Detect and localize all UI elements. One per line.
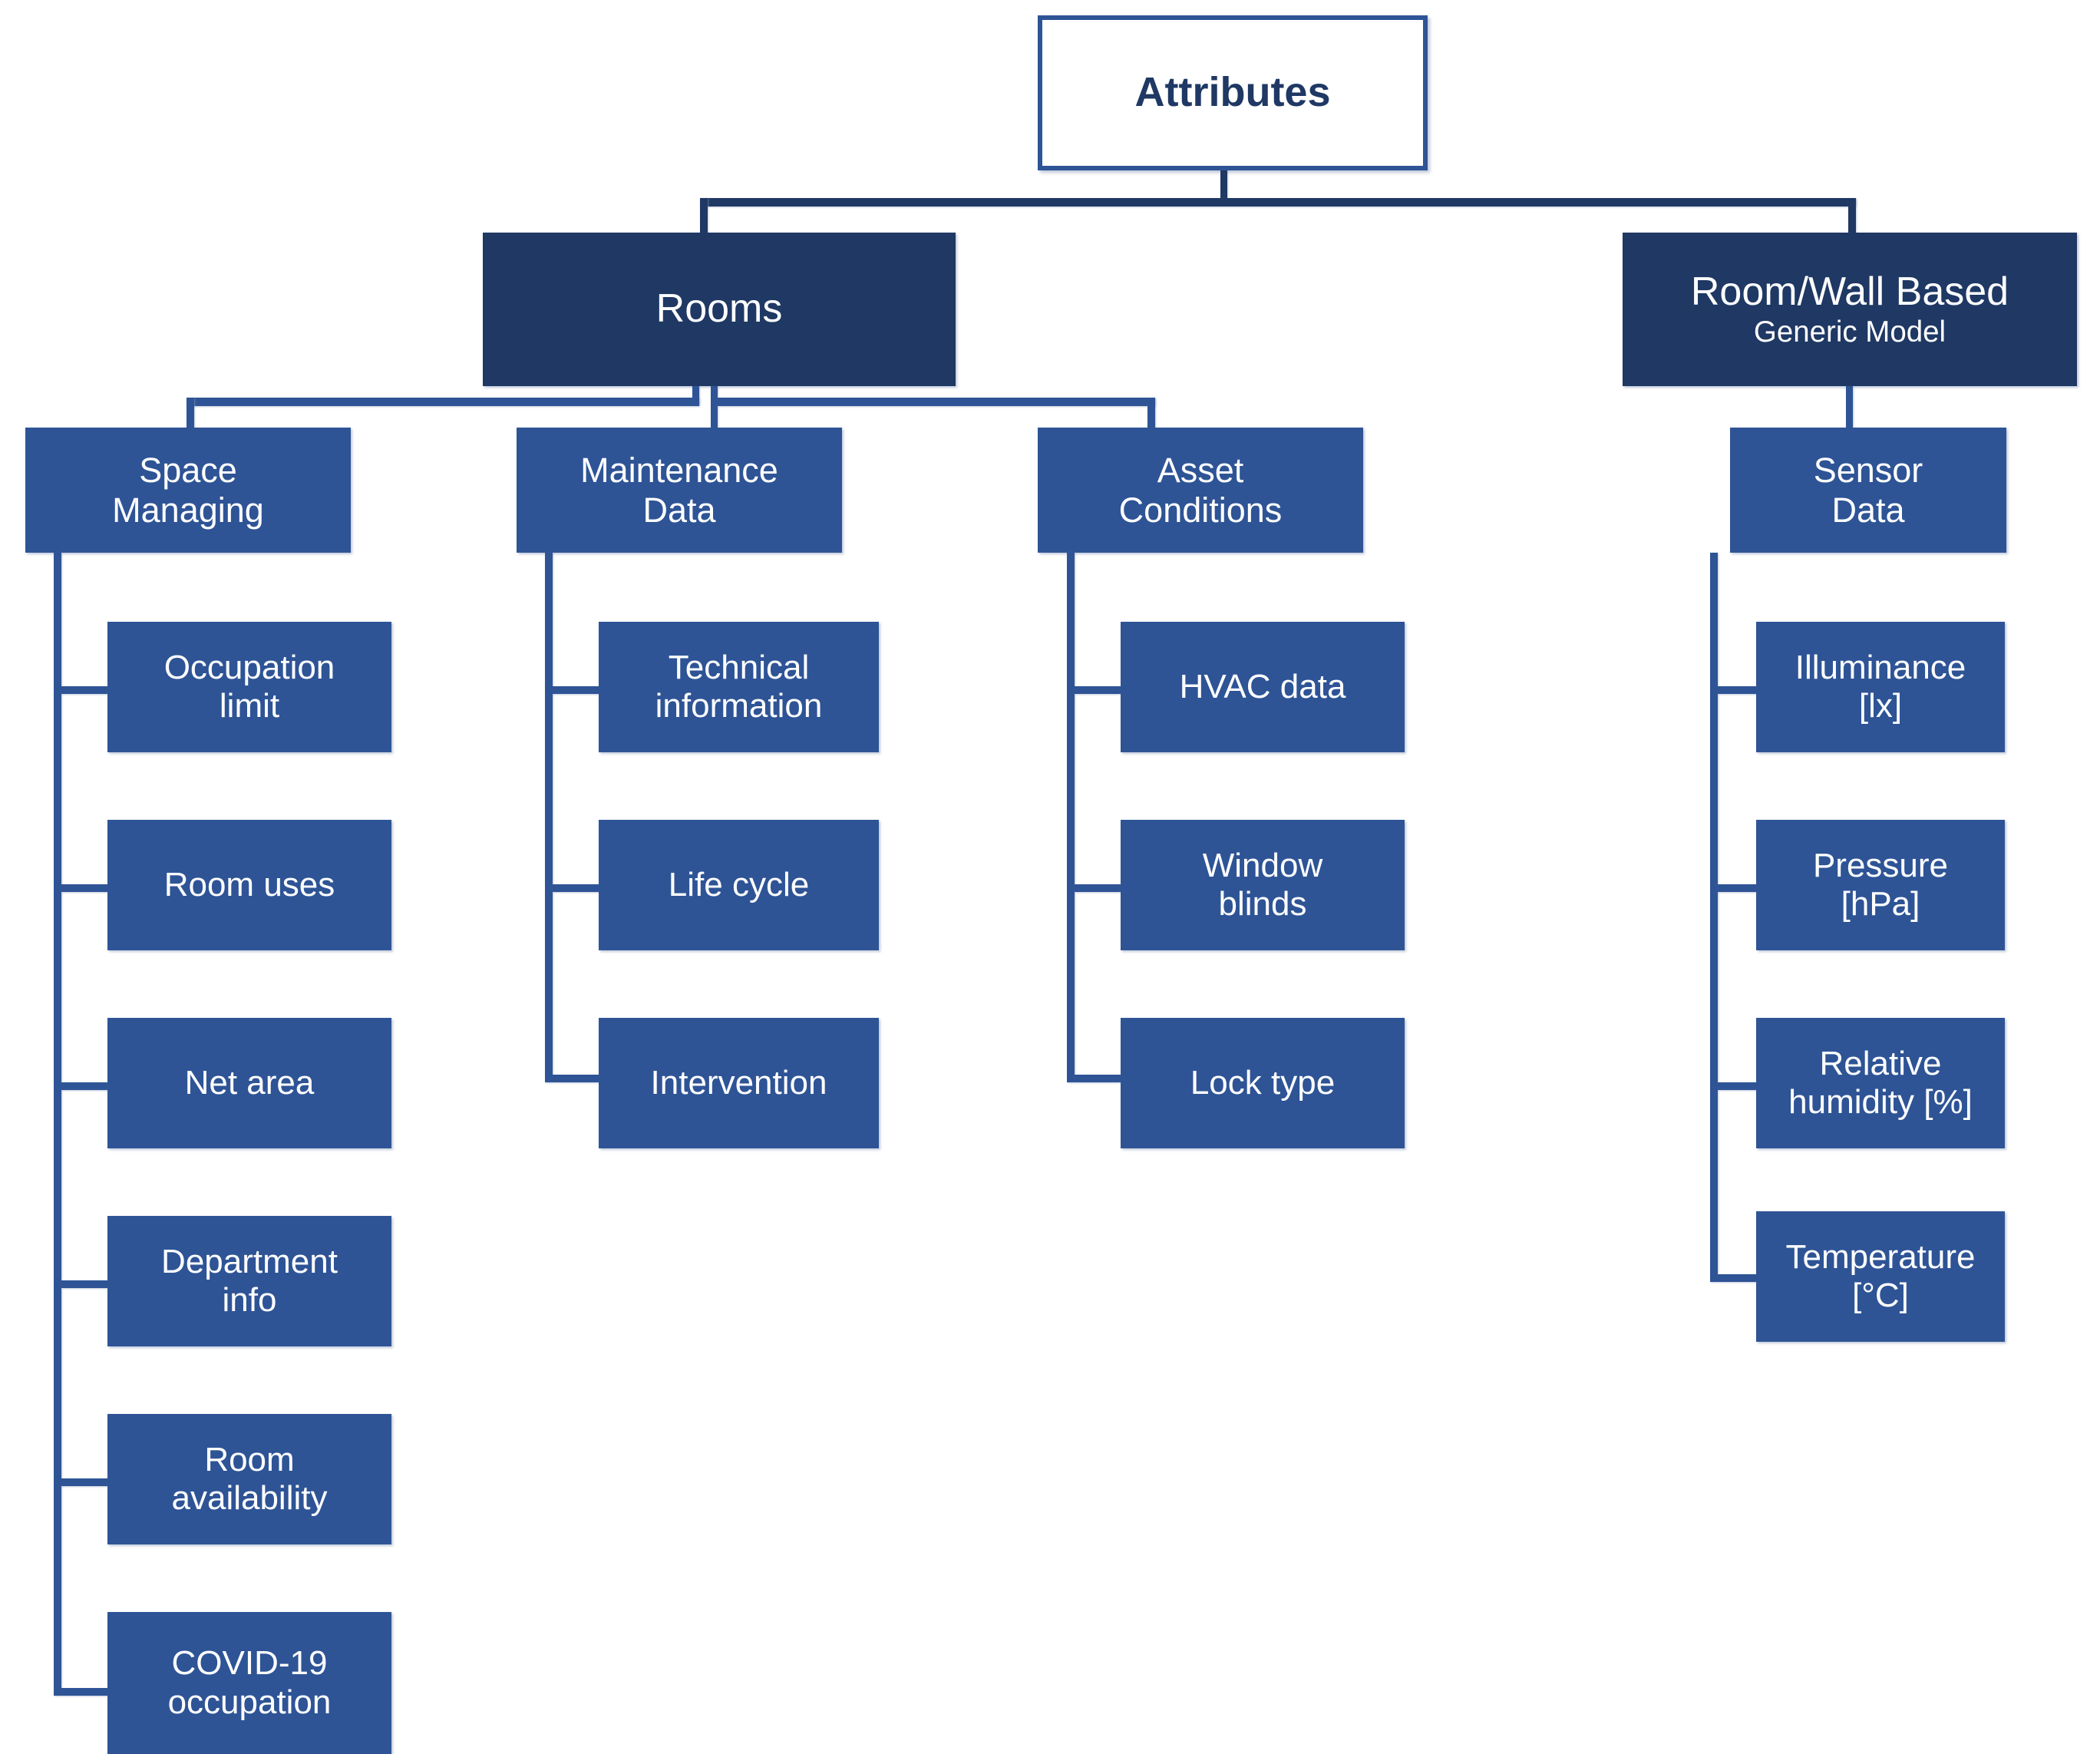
- node-label: Room/Wall Based: [1690, 269, 2009, 315]
- leaf-label-line2: occupation: [167, 1683, 332, 1721]
- connector-space-stub-6: [61, 1688, 107, 1696]
- leaf-department-info[interactable]: Department info: [107, 1216, 391, 1346]
- leaf-room-uses[interactable]: Room uses: [107, 820, 391, 950]
- leaf-hvac-data[interactable]: HVAC data: [1121, 622, 1405, 752]
- connector-space-stub-2: [61, 884, 107, 892]
- connector-sensor-stub-3: [1718, 1082, 1756, 1090]
- connector-space-stub-5: [61, 1478, 107, 1486]
- node-label-line2: Data: [1831, 490, 1905, 530]
- connector-maintenance-trunk: [545, 553, 553, 1082]
- leaf-covid-19-occupation[interactable]: COVID-19 occupation: [107, 1612, 391, 1754]
- leaf-life-cycle[interactable]: Life cycle: [599, 820, 879, 950]
- connector-root-to-roomwall: [1848, 198, 1856, 236]
- connector-asset-stub-2: [1075, 884, 1121, 892]
- leaf-technical-information[interactable]: Technical information: [599, 622, 879, 752]
- connector-asset-trunk: [1067, 553, 1075, 1082]
- leaf-intervention[interactable]: Intervention: [599, 1018, 879, 1148]
- leaf-relative-humidity[interactable]: Relative humidity [%]: [1756, 1018, 2005, 1148]
- leaf-label-line1: Life cycle: [668, 865, 810, 903]
- leaf-label-line2: info: [222, 1281, 277, 1319]
- connector-space-stub-3: [61, 1082, 107, 1090]
- leaf-label-line1: Department: [161, 1242, 338, 1280]
- leaf-label-line1: Technical: [668, 648, 810, 686]
- connector-maintenance-stub-3: [553, 1075, 599, 1082]
- connector-root-bus: [700, 198, 1856, 206]
- connector-sensor-stub-1: [1718, 686, 1756, 694]
- connector-space-stub-1: [61, 686, 107, 694]
- node-label-line1: Space: [139, 451, 237, 491]
- leaf-label-line2: blinds: [1218, 885, 1307, 923]
- leaf-label-line1: Room uses: [163, 865, 335, 903]
- node-label-line2: Conditions: [1118, 490, 1283, 530]
- leaf-window-blinds[interactable]: Window blinds: [1121, 820, 1405, 950]
- connector-rooms-bus-left: [187, 398, 699, 406]
- node-label: Attributes: [1134, 69, 1331, 116]
- connector-rooms-stem-left: [692, 386, 699, 405]
- connector-sensor-stub-4: [1718, 1274, 1756, 1282]
- node-space-managing[interactable]: Space Managing: [25, 428, 351, 553]
- connector-root-to-rooms: [700, 198, 708, 236]
- node-sublabel: Generic Model: [1753, 315, 1946, 348]
- leaf-label-line1: HVAC data: [1179, 667, 1346, 705]
- connector-maintenance-stub-2: [553, 884, 599, 892]
- leaf-label-line2: [lx]: [1858, 687, 1903, 725]
- leaf-temperature[interactable]: Temperature [°C]: [1756, 1211, 2005, 1342]
- connector-rooms-to-asset: [1147, 398, 1155, 431]
- connector-root-stem: [1220, 170, 1227, 204]
- connector-sensor-trunk: [1710, 553, 1718, 1282]
- node-label: Rooms: [655, 286, 783, 332]
- leaf-label-line2: [hPa]: [1841, 885, 1920, 923]
- leaf-label-line1: Illuminance: [1795, 648, 1966, 686]
- connector-asset-stub-3: [1075, 1075, 1121, 1082]
- connector-space-stub-4: [61, 1280, 107, 1288]
- leaf-label-line1: Temperature: [1785, 1237, 1976, 1276]
- leaf-net-area[interactable]: Net area: [107, 1018, 391, 1148]
- node-label-line2: Data: [642, 490, 716, 530]
- connector-asset-stub-1: [1075, 686, 1121, 694]
- connector-rooms-to-space: [187, 398, 194, 431]
- leaf-label-line1: COVID-19: [171, 1644, 328, 1683]
- leaf-label-line1: Intervention: [650, 1063, 827, 1102]
- leaf-lock-type[interactable]: Lock type: [1121, 1018, 1405, 1148]
- leaf-label-line1: Window: [1202, 846, 1323, 884]
- leaf-label-line2: limit: [219, 687, 280, 725]
- leaf-occupation-limit[interactable]: Occupation limit: [107, 622, 391, 752]
- leaf-label-line2: humidity [%]: [1788, 1083, 1973, 1121]
- node-label-line1: Asset: [1157, 451, 1244, 491]
- connector-maintenance-stub-1: [553, 686, 599, 694]
- connector-roomwall-to-sensor: [1846, 386, 1853, 431]
- leaf-label-line1: Net area: [184, 1063, 315, 1102]
- node-label-line1: Sensor: [1813, 451, 1923, 491]
- node-maintenance-data[interactable]: Maintenance Data: [517, 428, 842, 553]
- connector-sensor-stub-2: [1718, 884, 1756, 892]
- node-label-line2: Managing: [112, 490, 264, 530]
- leaf-label-line2: availability: [171, 1479, 328, 1517]
- connector-rooms-stem-mid: [711, 386, 718, 431]
- leaf-pressure[interactable]: Pressure [hPa]: [1756, 820, 2005, 950]
- leaf-label-line1: Relative: [1819, 1044, 1942, 1082]
- node-sensor-data[interactable]: Sensor Data: [1730, 428, 2006, 553]
- node-attributes[interactable]: Attributes: [1038, 15, 1428, 170]
- leaf-label-line1: Occupation: [163, 648, 335, 686]
- node-room-wall-based[interactable]: Room/Wall Based Generic Model: [1623, 233, 2077, 386]
- leaf-label-line1: Pressure: [1812, 846, 1949, 884]
- node-rooms[interactable]: Rooms: [483, 233, 956, 386]
- leaf-label-line1: Lock type: [1190, 1063, 1336, 1102]
- connector-rooms-bus-right: [718, 398, 1155, 406]
- node-label-line1: Maintenance: [580, 451, 778, 491]
- node-asset-conditions[interactable]: Asset Conditions: [1038, 428, 1363, 553]
- leaf-room-availability[interactable]: Room availability: [107, 1414, 391, 1544]
- leaf-label-line2: information: [655, 687, 823, 725]
- connector-space-trunk: [54, 553, 61, 1696]
- leaf-illuminance[interactable]: Illuminance [lx]: [1756, 622, 2005, 752]
- leaf-label-line1: Room: [204, 1440, 295, 1478]
- leaf-label-line2: [°C]: [1852, 1277, 1909, 1314]
